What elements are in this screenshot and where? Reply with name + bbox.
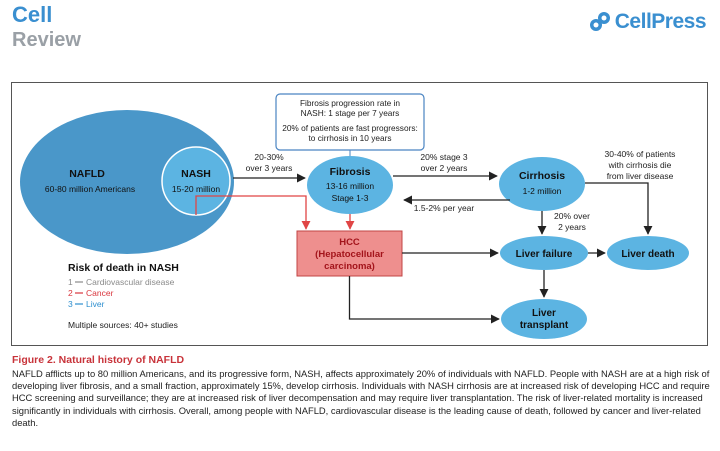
article-type: Review: [12, 29, 81, 51]
nash-subtitle: 15-20 million: [172, 184, 220, 194]
label-fibrosis-to-cirrhosis-1: 20% stage 3: [420, 152, 468, 162]
label-cirrhosis-to-hcc: 1.5-2% per year: [414, 203, 475, 213]
nafld-title: NAFLD: [69, 168, 105, 180]
label-cirrhosis-to-failure-1: 20% over: [554, 211, 590, 221]
progression-note-line-2: NASH: 1 stage per 7 years: [301, 108, 400, 118]
label-cirrhosis-death-1: 30-40% of patients: [605, 149, 676, 159]
liver-transplant-line-1: Liver: [532, 308, 556, 319]
hcc-box: [296, 230, 403, 277]
legend-number-3: 3: [68, 299, 73, 309]
hcc-line-3: carcinoma): [324, 261, 375, 272]
progression-note-line-3: 20% of patients are fast progressors:: [282, 123, 418, 133]
legend-number-1: 1: [68, 277, 73, 287]
liver-death-label: Liver death: [621, 249, 674, 260]
natural-history-diagram: NAFLD 60-80 million Americans NASH 15-20…: [20, 93, 689, 339]
liver-failure-label: Liver failure: [516, 249, 573, 260]
arrow-hcc-to-transplant: [348, 276, 500, 324]
progression-note-line-4: to cirrhosis in 10 years: [308, 133, 391, 143]
label-cirrhosis-death-2: with cirrhosis die: [608, 160, 672, 170]
fibrosis-line-2: 13-16 million: [326, 181, 374, 191]
publisher-logo[interactable]: CellPress: [589, 10, 707, 34]
nafld-subtitle: 60-80 million Americans: [45, 184, 135, 194]
legend-title: Risk of death in NASH: [68, 262, 179, 274]
legend-label-1: Cardiovascular disease: [86, 277, 175, 287]
label-cirrhosis-to-failure-2: 2 years: [558, 222, 586, 232]
journal-name: Cell: [12, 2, 53, 27]
cirrhosis-line-2: 1-2 million: [523, 186, 562, 196]
cirrhosis-title: Cirrhosis: [519, 170, 565, 182]
label-nash-to-fibrosis-1: 20-30%: [254, 152, 284, 162]
figure-caption-title: Figure 2. Natural history of NAFLD: [12, 354, 185, 366]
cellpress-logo-icon: [589, 12, 610, 31]
legend-number-2: 2: [68, 288, 73, 298]
label-fibrosis-to-cirrhosis-2: over 2 years: [421, 163, 468, 173]
fibrosis-title: Fibrosis: [330, 166, 371, 178]
legend-label-3: Liver: [86, 299, 105, 309]
nash-title: NASH: [181, 168, 211, 180]
arrow-nash-to-hcc: [195, 195, 311, 230]
nafld-ellipse: [20, 110, 234, 254]
figure-caption-body: NAFLD afflicts up to 80 million American…: [12, 368, 710, 428]
arrow-cirrhosis-to-liver-death: [585, 182, 653, 235]
legend-item-cancer: 2 Cancer: [68, 288, 114, 298]
fibrosis-node: [307, 156, 393, 214]
hcc-line-1: HCC: [339, 237, 360, 248]
legend-sources: Multiple sources: 40+ studies: [68, 320, 178, 330]
label-nash-to-fibrosis-2: over 3 years: [246, 163, 293, 173]
progression-note-line-1: Fibrosis progression rate in: [300, 98, 400, 108]
liver-failure-node: [500, 236, 588, 270]
liver-transplant-node: [501, 299, 587, 339]
figure-panel: NAFLD 60-80 million Americans NASH 15-20…: [11, 82, 708, 346]
legend-label-2: Cancer: [86, 288, 114, 298]
hcc-line-2: (Hepatocellular: [315, 249, 384, 260]
legend-item-liver: 3 Liver: [68, 299, 105, 309]
label-cirrhosis-death-3: from liver disease: [607, 171, 674, 181]
fibrosis-line-3: Stage 1-3: [332, 193, 369, 203]
cirrhosis-node: [499, 157, 585, 211]
liver-death-node: [607, 236, 689, 270]
legend-item-cardiovascular: 1 Cardiovascular disease: [68, 277, 175, 287]
publisher-name: CellPress: [614, 10, 707, 33]
liver-transplant-line-2: transplant: [520, 320, 569, 331]
